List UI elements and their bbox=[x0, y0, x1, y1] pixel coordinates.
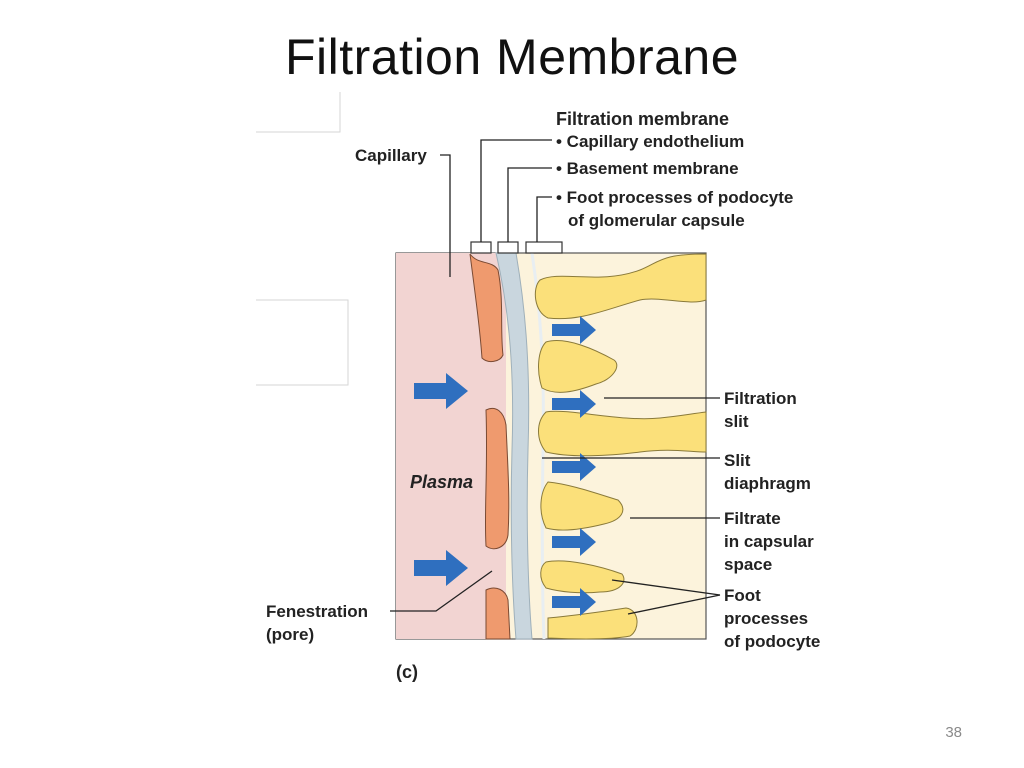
fenestration-label-line2: (pore) bbox=[266, 625, 314, 644]
foot-process bbox=[534, 253, 707, 320]
capillary-label: Capillary bbox=[355, 146, 427, 165]
slit-diaphragm-label-line2: diaphragm bbox=[724, 474, 811, 493]
leader-basement bbox=[507, 167, 552, 242]
foot-process bbox=[540, 560, 625, 594]
placeholder-box-middle bbox=[256, 299, 349, 386]
plasma-label: Plasma bbox=[410, 472, 473, 492]
endothelium-segment bbox=[469, 253, 504, 363]
bracket-basement bbox=[497, 241, 519, 254]
podocyte-foot-processes bbox=[534, 253, 707, 640]
leader-capillary bbox=[440, 154, 451, 277]
fenestration-label-line1: Fenestration bbox=[266, 602, 368, 621]
bracket-podocyte bbox=[525, 241, 563, 254]
arrow-icon bbox=[552, 453, 596, 481]
panel-label: (c) bbox=[396, 662, 418, 682]
membrane-header: Filtration membrane bbox=[556, 109, 729, 129]
leader-lines bbox=[390, 139, 721, 615]
layer-label-foot-processes: • Foot processes of podocyte bbox=[556, 188, 793, 207]
filtrate-label-line2: in capsular bbox=[724, 532, 814, 551]
foot-process bbox=[538, 410, 707, 457]
layer-label-basement: • Basement membrane bbox=[556, 159, 739, 178]
endothelium-segment bbox=[485, 587, 511, 640]
arrow-icon bbox=[552, 390, 596, 418]
basement-membrane bbox=[495, 252, 533, 640]
foot-process bbox=[540, 481, 624, 531]
slide-title: Filtration Membrane bbox=[284, 29, 740, 85]
slit-diaphragm-label-line1: Slit bbox=[724, 451, 751, 470]
leader-foot-a bbox=[611, 579, 721, 596]
foot-processes-label-line1: Foot bbox=[724, 586, 761, 605]
foot-process bbox=[547, 607, 638, 640]
layer-brackets bbox=[470, 241, 563, 254]
foot-process bbox=[538, 340, 618, 393]
foot-processes-label-line2: processes bbox=[724, 609, 808, 628]
arrow-icon bbox=[552, 316, 596, 344]
arrow-icon bbox=[414, 373, 468, 409]
leader-foot-b bbox=[627, 594, 721, 615]
endothelium-segment bbox=[484, 407, 510, 550]
leader-foot-processes bbox=[536, 196, 552, 242]
arrow-icon bbox=[552, 588, 596, 616]
arrow-icon bbox=[414, 550, 468, 586]
filtration-slit-label-line1: Filtration bbox=[724, 389, 797, 408]
filtrate-label-line1: Filtrate bbox=[724, 509, 781, 528]
page-number: 38 bbox=[945, 724, 962, 741]
flow-arrows bbox=[414, 316, 596, 616]
layer-label-foot-processes-cont: of glomerular capsule bbox=[568, 211, 745, 230]
leader-fenestration bbox=[390, 570, 493, 612]
bracket-endothelium bbox=[470, 241, 492, 254]
leader-endothelium bbox=[480, 139, 552, 242]
foot-processes-label-line3: of podocyte bbox=[724, 632, 820, 651]
arrow-icon bbox=[552, 528, 596, 556]
filtrate-label-line3: space bbox=[724, 555, 772, 574]
filtration-slit-label-line2: slit bbox=[724, 412, 749, 431]
layer-label-endothelium: • Capillary endothelium bbox=[556, 132, 744, 151]
placeholder-box-top bbox=[256, 92, 341, 133]
